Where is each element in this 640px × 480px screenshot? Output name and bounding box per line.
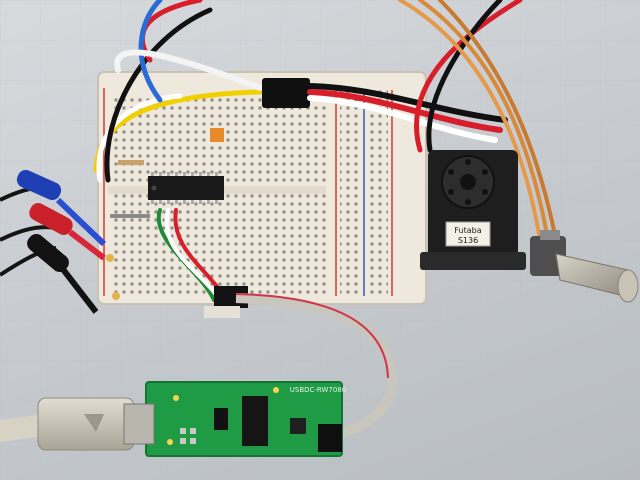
pot-wires bbox=[398, 0, 558, 242]
breadboard-wires bbox=[93, 0, 263, 302]
servo-motor: Futaba S136 bbox=[420, 150, 526, 270]
servo-brand: Futaba bbox=[454, 226, 481, 235]
programmer-pcb: USBDC-RW7080 bbox=[145, 381, 347, 457]
potentiometer bbox=[530, 230, 639, 303]
resistor bbox=[118, 160, 144, 165]
probe-clips bbox=[0, 169, 120, 314]
pcb-model-label: USBDC-RW7080 bbox=[290, 386, 347, 394]
jumper-gray bbox=[110, 214, 150, 218]
servo-cable bbox=[307, 0, 523, 153]
ic-chip bbox=[148, 172, 224, 204]
ribbon-cable bbox=[204, 286, 397, 439]
usb-plug bbox=[0, 397, 155, 451]
servo-connector bbox=[262, 78, 310, 108]
servo-model: S136 bbox=[458, 236, 478, 245]
jumper-orange bbox=[210, 128, 224, 142]
